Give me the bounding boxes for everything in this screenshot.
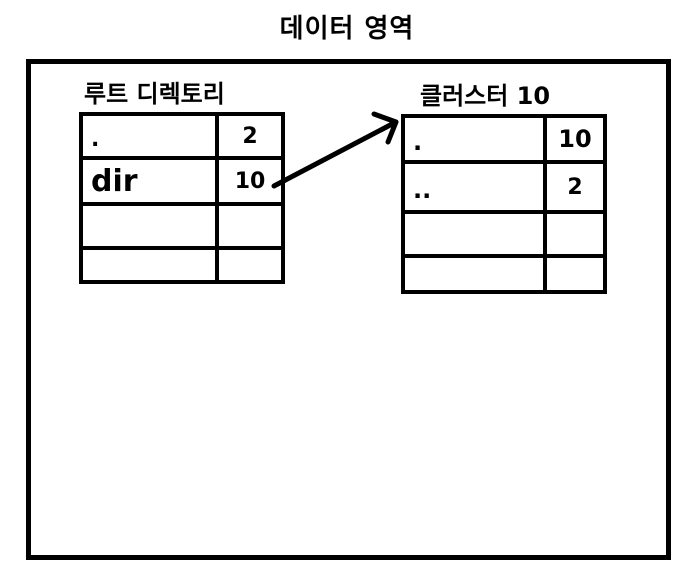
entry-name: [401, 210, 547, 258]
data-region-title: 데이터 영역: [279, 14, 415, 44]
table-row: dir 10: [79, 156, 285, 206]
table-row: [79, 202, 285, 250]
data-region-box: [26, 59, 671, 560]
entry-name: [401, 254, 547, 294]
entry-cluster: [215, 202, 285, 250]
cluster-10-label: 클러스터 10: [420, 82, 551, 110]
table-row: [401, 254, 607, 294]
entry-name: [79, 246, 219, 284]
entry-cluster: 2: [543, 160, 607, 214]
entry-name: .: [401, 114, 547, 164]
entry-name: dir: [79, 156, 219, 206]
table-row: . 10: [401, 114, 607, 164]
table-row: [79, 246, 285, 284]
entry-cluster: [543, 210, 607, 258]
root-directory-label: 루트 디렉토리: [84, 80, 225, 108]
entry-name: .: [79, 112, 219, 160]
entry-cluster: [215, 246, 285, 284]
root-directory-table: . 2 dir 10: [79, 112, 285, 284]
entry-cluster: 2: [215, 112, 285, 160]
table-row: . 2: [79, 112, 285, 160]
table-row: [401, 210, 607, 258]
entry-name: [79, 202, 219, 250]
entry-cluster: 10: [215, 156, 285, 206]
entry-name: ..: [401, 160, 547, 214]
cluster-10-table: . 10 .. 2: [401, 114, 607, 294]
entry-cluster: [543, 254, 607, 294]
table-row: .. 2: [401, 160, 607, 214]
entry-cluster: 10: [543, 114, 607, 164]
